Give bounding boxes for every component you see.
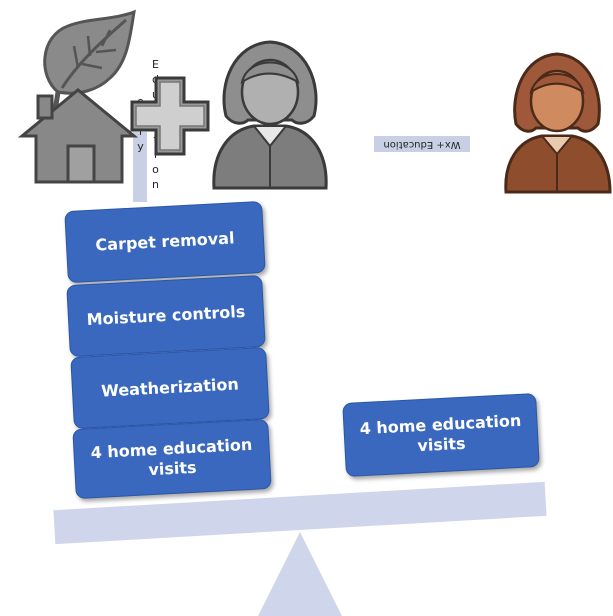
right-education-visits-label: 4 home education visits: [359, 410, 522, 456]
person-brown-icon: [504, 52, 612, 194]
plus-icon: [130, 76, 210, 156]
right-education-visits-box: 4 home education visits: [342, 392, 540, 478]
wx-education-label: Wx+ Education: [374, 136, 470, 152]
carpet-removal-label: Carpet removal: [95, 228, 235, 255]
carpet-removal-box: Carpet removal: [64, 200, 266, 284]
house-leaf-icon: [18, 9, 138, 184]
weatherization-box: Weatherization: [70, 346, 270, 430]
moisture-controls-label: Moisture controls: [86, 301, 246, 330]
left-education-visits-box: 4 home education visits: [72, 418, 272, 500]
weatherization-label: Weatherization: [100, 374, 240, 401]
fulcrum-triangle: [258, 532, 342, 616]
left-education-visits-label: 4 home education visits: [90, 434, 253, 480]
moisture-controls-box: Moisture controls: [66, 274, 266, 358]
person-gray-icon: [212, 40, 328, 190]
